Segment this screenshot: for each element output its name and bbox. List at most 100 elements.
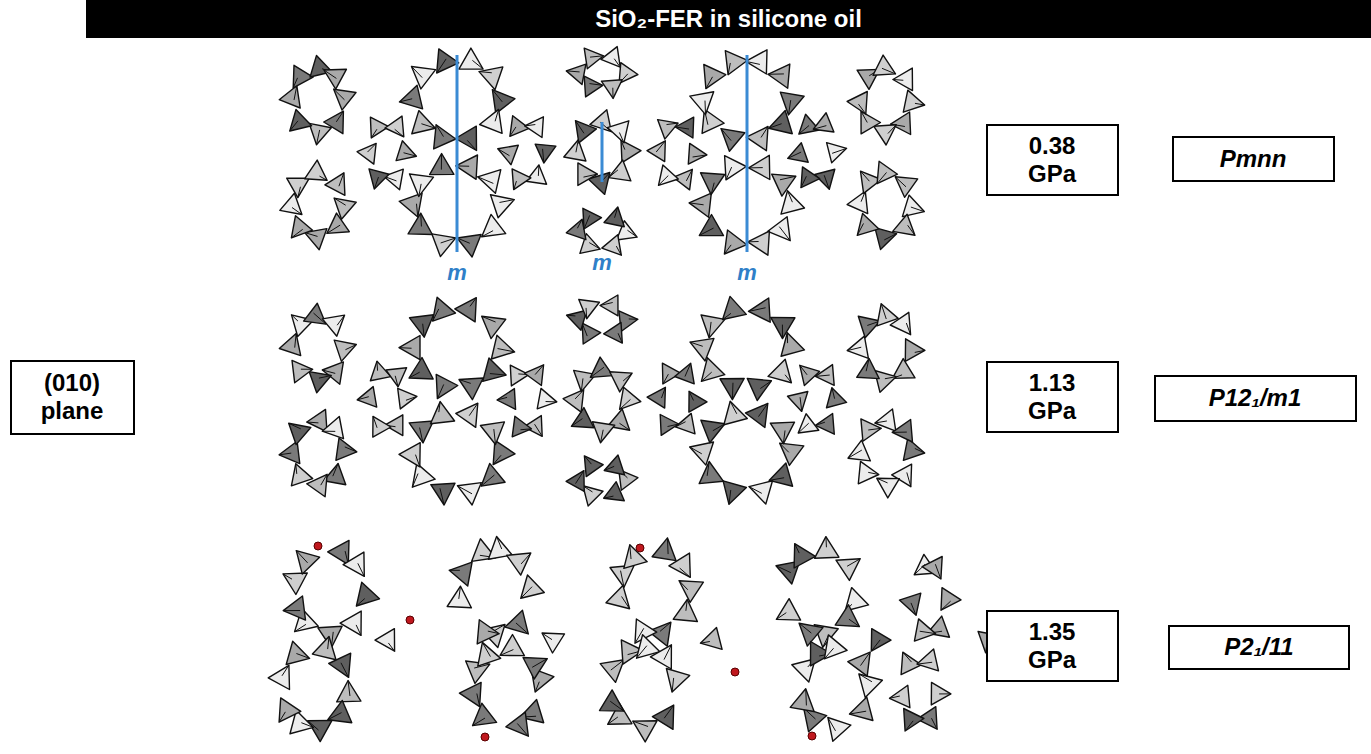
space-group-box: P12₁/m1 bbox=[1154, 375, 1357, 422]
tetrahedron bbox=[858, 316, 880, 338]
tetrahedron-edge bbox=[542, 633, 552, 640]
tetrahedron-face bbox=[652, 705, 673, 729]
tetrahedron-face bbox=[815, 537, 839, 559]
tetrahedron-edge bbox=[459, 380, 471, 384]
tetrahedron-edge bbox=[373, 416, 377, 427]
tetrahedron-face bbox=[564, 140, 586, 161]
tetrahedron-edge bbox=[546, 401, 557, 402]
tetrahedron bbox=[836, 559, 860, 581]
tetrahedron bbox=[610, 565, 634, 587]
tetrahedron-face bbox=[480, 422, 504, 445]
tetrahedron bbox=[512, 169, 531, 190]
tetrahedron-face bbox=[624, 545, 647, 569]
tetrahedron bbox=[398, 388, 417, 409]
tetrahedron bbox=[827, 388, 847, 408]
tetrahedron-face bbox=[305, 160, 328, 180]
tetrahedron bbox=[290, 109, 312, 131]
tetrahedron-edge bbox=[586, 308, 588, 319]
tetrahedron-edge bbox=[412, 67, 423, 78]
tetrahedron bbox=[701, 420, 725, 443]
tetrahedron-edge bbox=[686, 599, 687, 610]
tetrahedron bbox=[525, 365, 544, 386]
tetrahedron-edge bbox=[567, 315, 576, 317]
tetrahedron-face bbox=[482, 214, 506, 236]
tetrahedron bbox=[746, 50, 767, 74]
tetrahedron-face bbox=[877, 161, 897, 183]
tetrahedron-face bbox=[410, 315, 434, 337]
tetrahedron-face bbox=[720, 379, 744, 400]
tetrahedron-face bbox=[689, 193, 711, 217]
mirror-line bbox=[746, 55, 749, 252]
tetrahedron bbox=[604, 482, 625, 501]
tetrahedron-edge bbox=[615, 207, 618, 218]
tetrahedron bbox=[604, 322, 623, 343]
tetrahedron-face bbox=[337, 681, 361, 702]
tetrahedron-face bbox=[847, 191, 868, 213]
tetrahedron-face bbox=[292, 360, 313, 382]
tetrahedron-edge bbox=[656, 141, 665, 152]
tetrahedron bbox=[396, 141, 416, 161]
tetrahedron-edge bbox=[415, 455, 419, 467]
tetrahedron-face bbox=[356, 582, 379, 606]
tetrahedron-edge bbox=[399, 99, 412, 102]
tetrahedron bbox=[433, 297, 456, 321]
tetrahedron-edge bbox=[861, 652, 871, 666]
tetrahedron-edge bbox=[437, 59, 446, 73]
tetrahedron-face bbox=[721, 129, 745, 152]
tetrahedron-face bbox=[892, 420, 912, 443]
tetrahedron-edge bbox=[293, 78, 297, 88]
tetrahedron-face bbox=[601, 80, 622, 99]
tetrahedron bbox=[875, 409, 896, 431]
tetrahedron bbox=[307, 409, 327, 431]
tetrahedron bbox=[510, 365, 529, 386]
tetrahedron-face bbox=[749, 481, 773, 504]
tetrahedron-edge bbox=[584, 215, 590, 229]
tetrahedron-edge bbox=[449, 570, 460, 571]
tetrahedron-edge bbox=[875, 421, 887, 423]
tetrahedron-face bbox=[384, 169, 404, 190]
tetrahedron-face bbox=[279, 698, 301, 722]
tetrahedron-face bbox=[523, 658, 547, 680]
tetrahedron-edge bbox=[298, 187, 301, 198]
tetrahedron-edge bbox=[783, 430, 785, 443]
tetrahedron bbox=[592, 422, 614, 443]
tetrahedron-edge bbox=[848, 450, 862, 458]
tetrahedron-face bbox=[724, 401, 747, 424]
tetrahedron bbox=[457, 235, 481, 258]
tetrahedron bbox=[798, 414, 819, 433]
tetrahedron bbox=[769, 111, 793, 134]
tetrahedron-face bbox=[914, 619, 935, 641]
tetrahedron-edge bbox=[789, 100, 791, 115]
tetrahedron bbox=[861, 111, 881, 134]
tetrahedron bbox=[875, 371, 897, 393]
tetrahedron bbox=[871, 629, 891, 652]
tetrahedron-edge bbox=[939, 693, 951, 694]
tetrahedron-face bbox=[647, 141, 665, 162]
tetrahedron-face bbox=[283, 596, 305, 620]
tetrahedron-edge bbox=[437, 384, 443, 398]
tetrahedron-face bbox=[601, 47, 620, 68]
box-label: 1.13 GPa bbox=[1028, 369, 1076, 424]
tetrahedron bbox=[874, 125, 897, 145]
tetrahedron-edge bbox=[614, 59, 620, 67]
tetrahedron-edge bbox=[706, 77, 713, 89]
tetrahedron-edge bbox=[356, 599, 364, 606]
tetrahedron-edge bbox=[667, 123, 679, 124]
tetrahedron-face bbox=[386, 368, 407, 387]
tetrahedron-edge bbox=[664, 705, 673, 718]
tetrahedron-face bbox=[521, 575, 545, 598]
tetrahedron-edge bbox=[290, 121, 298, 131]
tetrahedron-edge bbox=[780, 443, 789, 452]
tetrahedron bbox=[304, 303, 326, 324]
tetrahedron-edge bbox=[888, 125, 896, 134]
tetrahedron bbox=[322, 417, 343, 439]
tetrahedron-edge bbox=[514, 181, 517, 190]
tetrahedron-edge bbox=[858, 104, 865, 114]
tetrahedron-face bbox=[600, 660, 624, 683]
tetrahedron-edge bbox=[590, 56, 604, 57]
tetrahedron bbox=[582, 323, 601, 344]
tetrahedron bbox=[700, 628, 722, 650]
tetrahedron-edge bbox=[828, 717, 836, 730]
tetrahedron-edge bbox=[283, 574, 292, 579]
